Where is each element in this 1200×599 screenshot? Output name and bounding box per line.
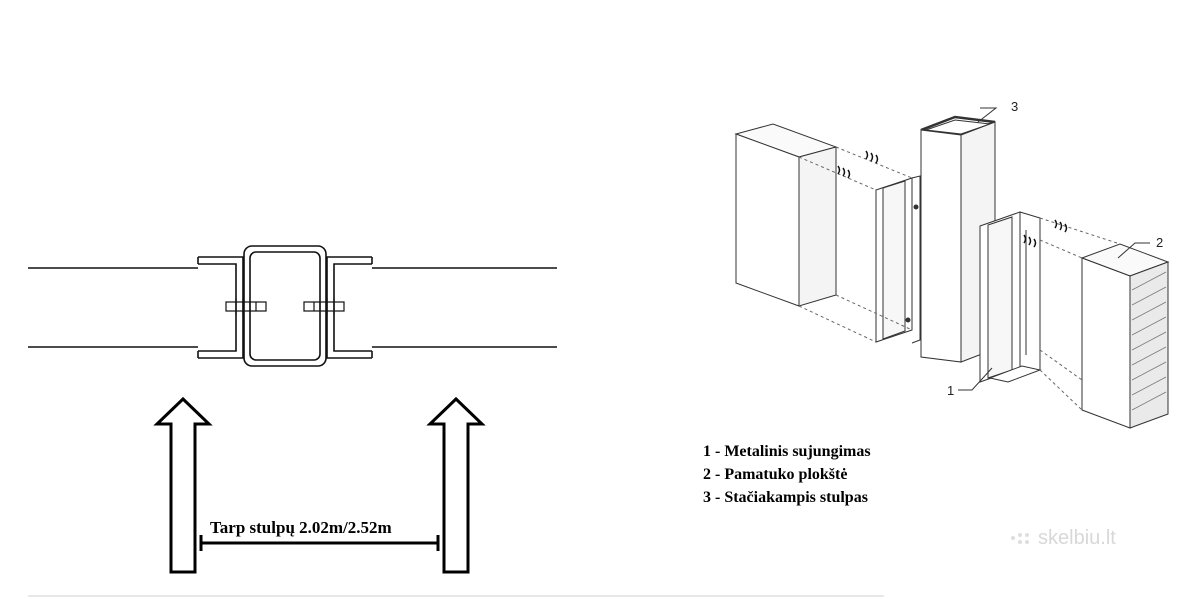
distance-label: Tarp stulpų 2.02m/2.52m: [210, 518, 392, 537]
alignment-lines: [798, 146, 1121, 411]
legend-item-3: 3 - Stačiakampis stulpas: [703, 489, 868, 506]
right-screw: [303, 298, 345, 315]
exploded-view: [734, 107, 1170, 429]
callout-1: 1: [947, 383, 955, 398]
legend-item-1: 1 - Metalinis sujungimas: [703, 443, 871, 460]
callout-leaders: [958, 107, 1150, 391]
right-slab: [1080, 243, 1170, 429]
right-board: [372, 267, 557, 348]
left-screw: [225, 298, 267, 315]
left-arrow-icon: [153, 396, 213, 574]
watermark-text: skelbiu.lt: [1038, 527, 1116, 549]
cross-section-view: [28, 245, 557, 367]
watermark-logo-icon: [1011, 533, 1029, 544]
legend-item-2: 2 - Pamatuko plokštė: [703, 466, 848, 483]
right-slab-hatching: [1131, 271, 1167, 411]
screws: [837, 150, 1068, 248]
distance-dimension-line: [199, 535, 440, 551]
callout-3: 3: [1011, 99, 1019, 114]
left-slab: [734, 123, 838, 307]
callout-2: 2: [1156, 235, 1164, 250]
left-metal-bracket: [875, 175, 921, 344]
right-metal-bracket: [979, 211, 1042, 383]
left-board: [28, 267, 198, 348]
right-arrow-icon: [426, 396, 486, 574]
